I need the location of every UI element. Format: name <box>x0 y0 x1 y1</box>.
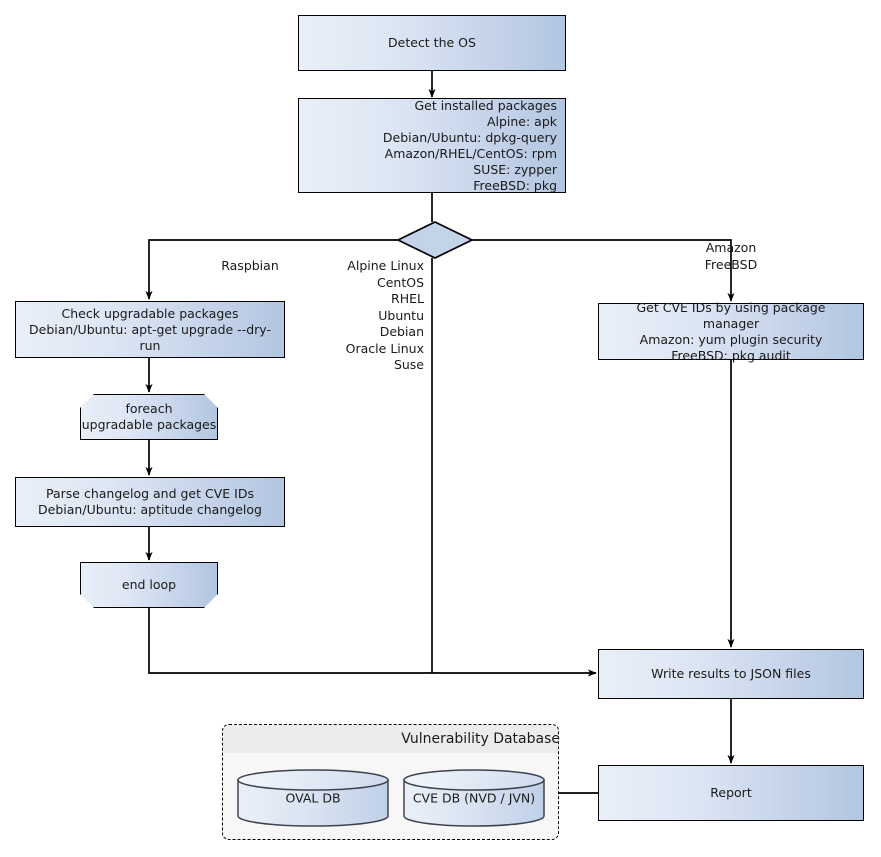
node-foreach-loop-label: foreach upgradable packages <box>81 401 217 432</box>
edge-endloop-to-write <box>148 608 597 677</box>
edge-label-linux-family: Alpine Linux CentOS RHEL Ubuntu Debian O… <box>345 258 424 372</box>
database-cylinder-cve[interactable]: CVE DB (NVD / JVN) <box>403 769 545 827</box>
edge-label-raspbian: Raspbian <box>221 258 279 273</box>
database-cylinder-oval-label: OVAL DB <box>285 790 341 806</box>
decision-diamond <box>396 221 474 259</box>
node-check-upgradable[interactable]: Check upgradable packages Debian/Ubuntu:… <box>15 301 285 358</box>
node-detect-os[interactable]: Detect the OS <box>298 15 566 71</box>
database-cylinder-oval[interactable]: OVAL DB <box>237 769 389 827</box>
node-parse-changelog[interactable]: Parse changelog and get CVE IDs Debian/U… <box>15 477 285 527</box>
cylinder-shape <box>403 769 545 827</box>
node-report[interactable]: Report <box>598 765 864 821</box>
vulnerability-database-group: Vulnerability Database OVAL D <box>222 724 560 840</box>
node-foreach-loop[interactable]: foreach upgradable packages <box>80 394 218 440</box>
node-get-cve-ids[interactable]: Get CVE IDs by using package manager Ama… <box>598 300 864 363</box>
node-check-upgradable-label: Check upgradable packages Debian/Ubuntu:… <box>29 305 271 353</box>
node-write-results-label: Write results to JSON files <box>651 666 811 681</box>
node-detect-os-label: Detect the OS <box>388 35 476 50</box>
node-parse-changelog-label: Parse changelog and get CVE IDs Debian/U… <box>38 486 262 517</box>
node-get-installed-packages-label: Get installed packages Alpine: apk Debia… <box>382 97 557 193</box>
node-write-results[interactable]: Write results to JSON files <box>598 649 864 699</box>
node-end-loop[interactable]: end loop <box>80 562 218 608</box>
node-end-loop-label: end loop <box>121 577 177 592</box>
cylinder-shape <box>237 769 389 827</box>
node-get-installed-packages[interactable]: Get installed packages Alpine: apk Debia… <box>298 98 566 193</box>
vulnerability-database-title: Vulnerability Database <box>401 731 560 747</box>
vulnerability-database-band <box>223 725 558 753</box>
node-report-label: Report <box>710 785 752 800</box>
node-get-cve-ids-label: Get CVE IDs by using package manager Ama… <box>636 299 826 363</box>
database-cylinder-cve-label: CVE DB (NVD / JVN) <box>412 790 536 806</box>
edge-label-amazon-freebsd: Amazon FreeBSD <box>704 240 758 272</box>
